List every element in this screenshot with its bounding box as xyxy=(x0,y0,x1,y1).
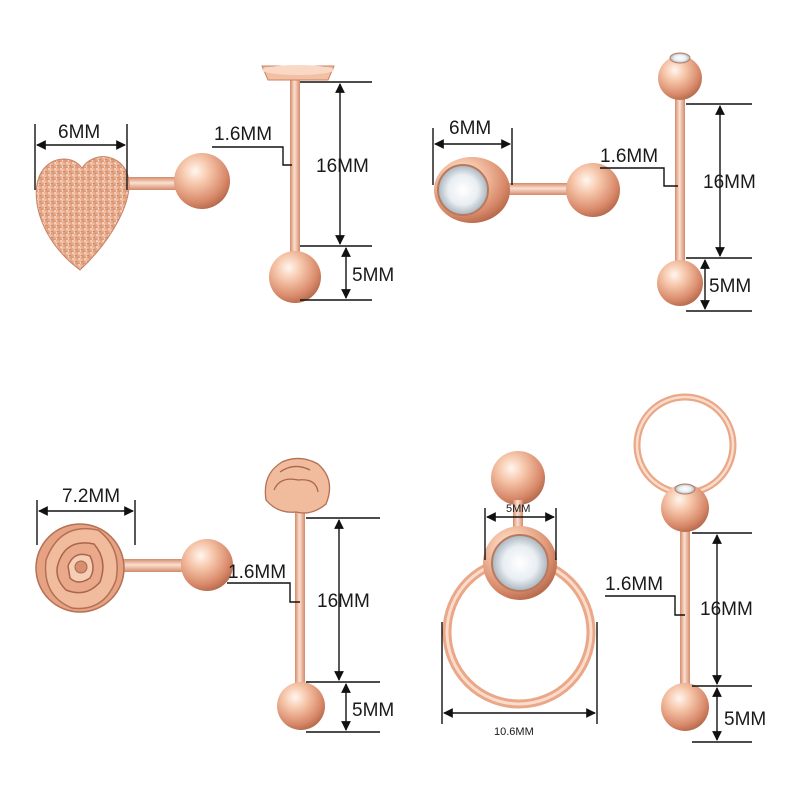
ring-gauge-label: 1.6MM xyxy=(605,574,663,595)
heart-barbell-dim-lines xyxy=(212,81,372,301)
rose-barbell-front xyxy=(264,457,331,730)
rose-width-label: 7.2MM xyxy=(62,486,120,507)
heart-ball-label: 5MM xyxy=(352,265,394,286)
dangle-ring-piercing xyxy=(442,451,596,709)
rose-length-label: 16MM xyxy=(317,591,370,612)
heart-barbell-front xyxy=(261,65,335,303)
rose-head-icon xyxy=(35,523,125,613)
dangle-gem-label: 5MM xyxy=(506,503,530,515)
rose-barbell-dim-lines xyxy=(227,517,380,733)
gem-ball-label: 5MM xyxy=(709,276,751,297)
gem-barbell-dim-width xyxy=(432,128,513,185)
heart-head-icon xyxy=(35,156,130,271)
dangle-ring-dim-lines xyxy=(441,508,598,724)
gem-gauge-label: 1.6MM xyxy=(600,146,658,167)
heart-gauge-label: 1.6MM xyxy=(214,124,272,145)
rose-ball-label: 5MM xyxy=(352,700,394,721)
heart-length-label: 16MM xyxy=(316,156,369,177)
rose-barbell-side xyxy=(35,523,233,613)
ring-barbell-dim-lines xyxy=(605,532,752,743)
ring-length-label: 16MM xyxy=(700,599,753,620)
crystal-gem-icon xyxy=(437,164,489,216)
ring-ball-label: 5MM xyxy=(724,709,766,730)
gem-length-label: 16MM xyxy=(703,172,756,193)
rose-gauge-label: 1.6MM xyxy=(228,562,286,583)
heart-barbell-dim-width xyxy=(34,124,128,190)
gem-width-label: 6MM xyxy=(449,118,491,139)
gem-barbell-front xyxy=(657,52,703,306)
heart-width-label: 6MM xyxy=(58,122,100,143)
crystal-gem-icon xyxy=(491,534,549,592)
rose-barbell-dim-width xyxy=(36,500,136,545)
gem-barbell-dim-lines xyxy=(600,103,752,312)
dangle-ring-label: 10.6MM xyxy=(494,726,534,738)
ring-barbell-front xyxy=(633,393,737,731)
gem-barbell-side xyxy=(434,157,620,223)
heart-barbell-side xyxy=(35,153,230,271)
